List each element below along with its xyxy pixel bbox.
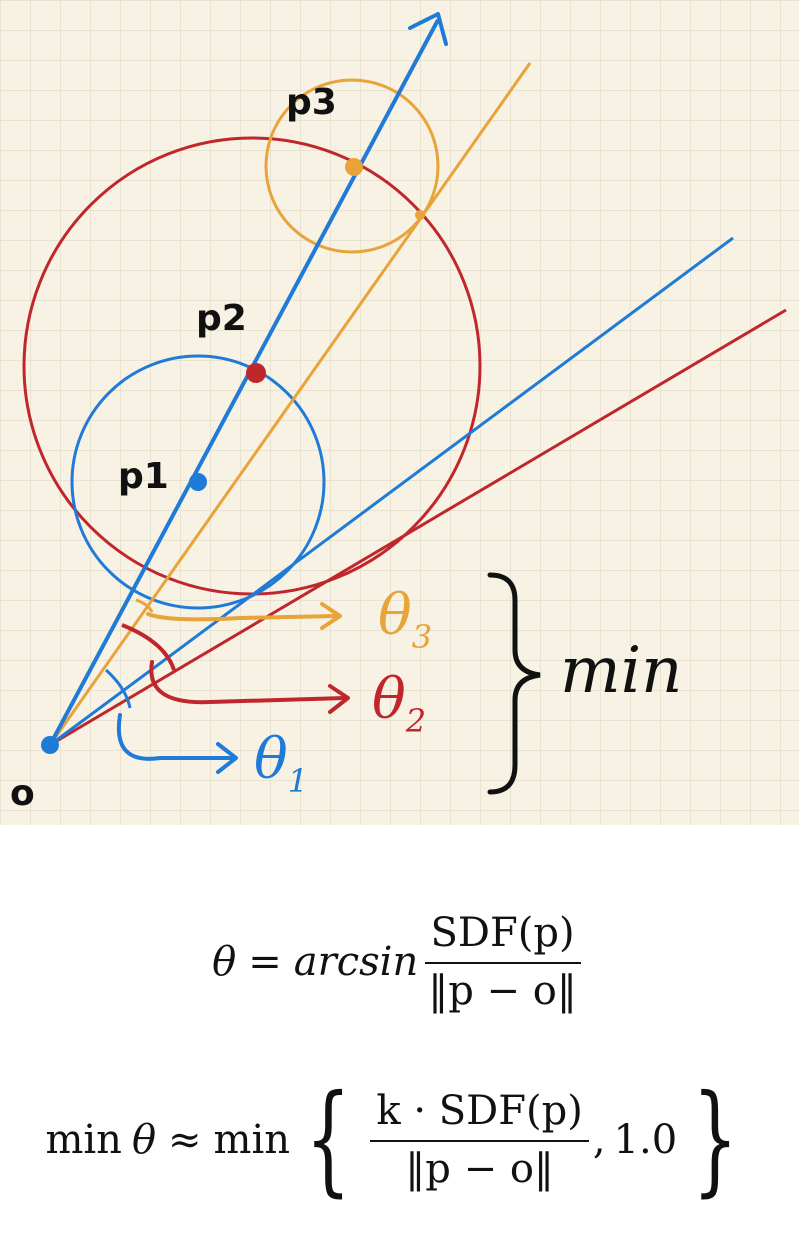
tangent-line-orange [48, 62, 532, 746]
min-brace [487, 572, 541, 795]
label-p2: p2 [196, 298, 247, 339]
label-theta2-sub: 2 [405, 702, 426, 740]
arrow-theta2-head [328, 684, 350, 714]
f2-numerator: k · SDF(p) [370, 1088, 589, 1142]
formula-panel: θ = arcsin SDF(p) ‖p − o‖ min θ ≈ min { … [0, 825, 799, 1250]
circle-p1 [70, 354, 326, 610]
tangent-line-blue [49, 236, 734, 747]
f2-lhs-theta: θ [131, 1117, 157, 1163]
point-p2 [246, 363, 266, 383]
f2-lhs-min: min [45, 1117, 122, 1163]
formula-theta: θ = arcsin SDF(p) ‖p − o‖ [0, 910, 799, 1014]
grid-lines [0, 0, 799, 825]
angle-arc-theta3 [135, 598, 154, 613]
main-ray [48, 19, 440, 746]
f2-constant: 1.0 [613, 1117, 678, 1163]
f2-denominator: ‖p − o‖ [405, 1146, 554, 1192]
f2-close-brace: } [692, 1070, 739, 1209]
arrow-theta3 [146, 612, 338, 622]
label-theta1: θ1 [254, 727, 308, 800]
label-theta2: θ2 [372, 667, 426, 740]
label-theta3-symbol: θ [378, 583, 412, 648]
intersection-marker [415, 210, 425, 220]
f2-separator: , [592, 1117, 606, 1163]
point-p1 [189, 473, 207, 491]
label-theta1-sub: 1 [288, 762, 308, 800]
f1-lhs: θ [212, 939, 237, 985]
circle-p3 [264, 78, 440, 254]
ray-arrowhead [408, 12, 448, 46]
f2-open-brace: { [305, 1070, 352, 1209]
f1-fraction: SDF(p) ‖p − o‖ [422, 910, 583, 1014]
sdf-cone-diagram: p1 p2 p3 o θ3 θ2 θ1 min [0, 0, 799, 825]
f1-denominator: ‖p − o‖ [428, 968, 577, 1014]
arrow-theta3-head [320, 602, 342, 630]
angle-arc-theta1 [104, 668, 132, 709]
arrow-theta2 [149, 660, 347, 705]
label-theta1-symbol: θ [254, 727, 288, 792]
label-min: min [560, 634, 682, 708]
angle-arc-theta2 [121, 623, 176, 671]
label-origin: o [10, 773, 35, 814]
label-theta2-symbol: θ [372, 667, 406, 732]
arrow-theta1-head [216, 742, 238, 774]
f2-approx: ≈ [168, 1117, 202, 1163]
label-p3: p3 [286, 82, 337, 123]
f1-eq: = [248, 939, 282, 985]
label-theta3-sub: 3 [412, 618, 432, 656]
f2-rhs-min: min [213, 1117, 291, 1163]
arrow-theta1 [116, 713, 234, 761]
tangent-line-red [49, 308, 787, 747]
f1-func: arcsin [293, 939, 419, 985]
f2-fraction: k · SDF(p) ‖p − o‖ [370, 1088, 589, 1192]
f1-numerator: SDF(p) [424, 910, 581, 964]
label-theta3: θ3 [378, 583, 432, 656]
point-origin [41, 736, 59, 754]
point-p3 [345, 158, 363, 176]
label-p1: p1 [118, 456, 169, 497]
formula-min-theta: min θ ≈ min { k · SDF(p) ‖p − o‖ , 1.0 } [0, 1080, 799, 1200]
